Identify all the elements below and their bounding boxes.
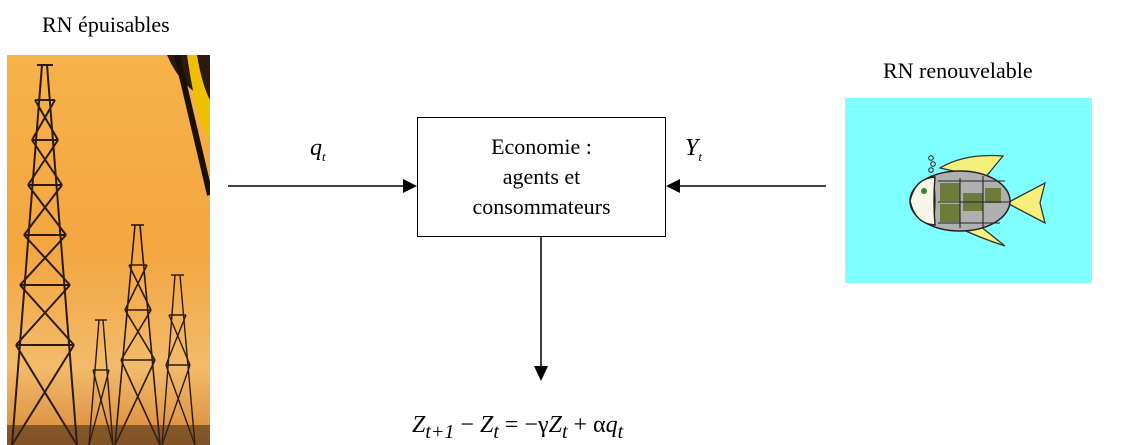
stock-dynamics-equation: Zt+1 − Zt = −γZt + αqt xyxy=(412,412,624,443)
fish-icon xyxy=(909,154,1046,247)
right-arrow-head xyxy=(666,179,680,193)
economy-line-3: consommateurs xyxy=(472,194,611,219)
renewable-resource-title: RN renouvelable xyxy=(883,58,1033,83)
q-flow-label: qt xyxy=(310,135,326,164)
y-flow-label: Yt xyxy=(685,135,702,164)
economy-line-1: Economie : xyxy=(491,134,592,159)
economy-box: Economie : agents et consommateurs xyxy=(417,117,666,237)
left-arrow-head xyxy=(403,179,417,193)
down-arrow-head xyxy=(534,366,548,381)
economy-line-2: agents et xyxy=(502,164,581,189)
fish-panel xyxy=(845,98,1092,283)
exhaustible-resources-title: RN épuisables xyxy=(42,12,170,37)
economy-label: Economie : agents et consommateurs xyxy=(472,132,610,222)
oil-derricks-image xyxy=(7,55,210,445)
